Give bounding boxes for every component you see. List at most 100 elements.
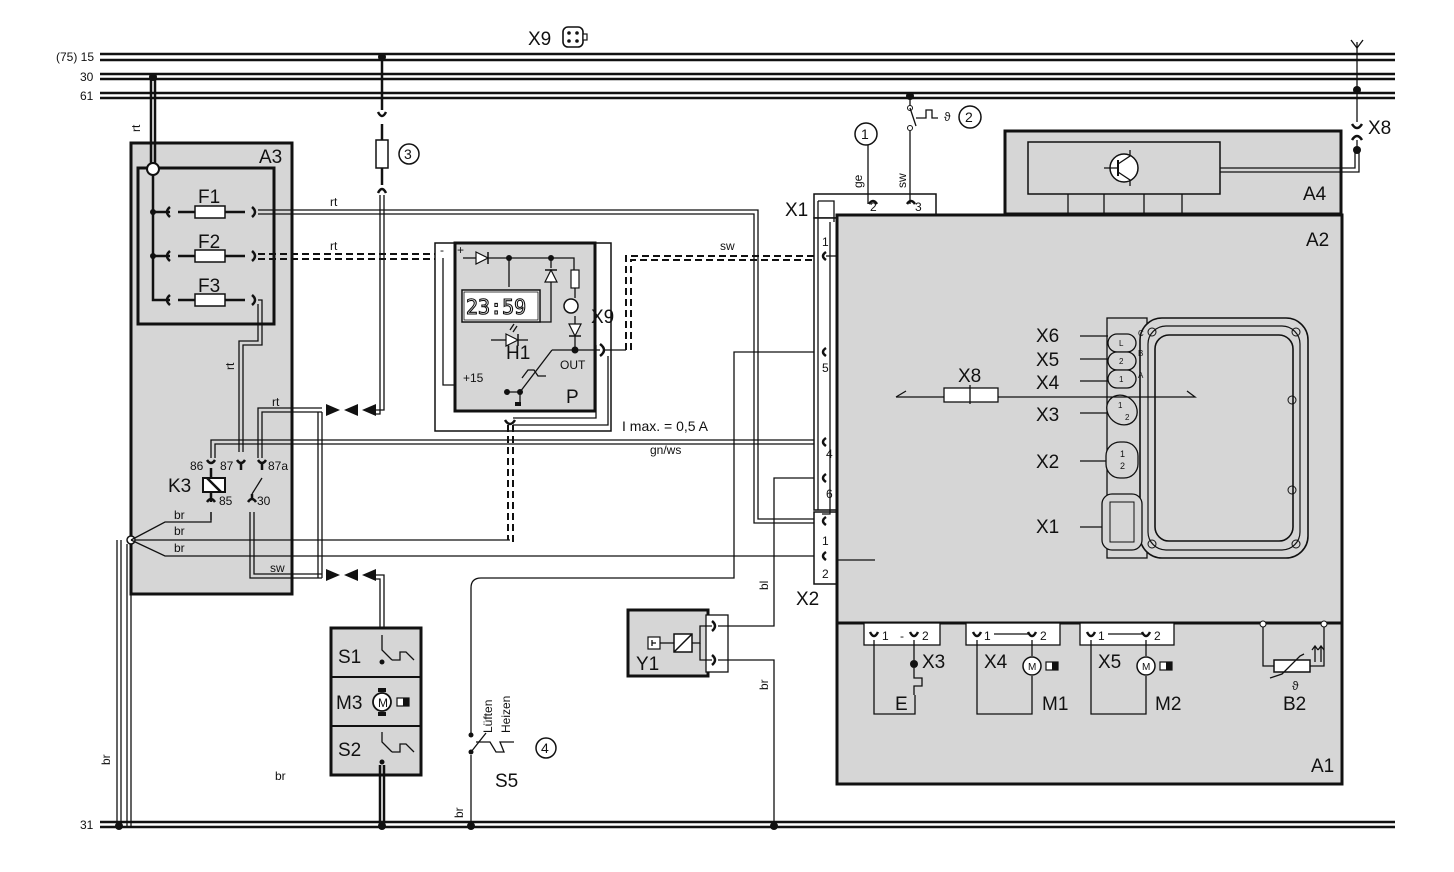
s5-heizen: Heizen: [499, 696, 513, 733]
b-pin-2c: 2: [1154, 629, 1161, 643]
m1-motor-letter: M: [1028, 662, 1036, 673]
fuse-f1: [150, 205, 257, 219]
wire-br-3: br: [174, 541, 185, 555]
x1-pin-2: 2: [870, 200, 877, 214]
wire-bl: bl: [757, 581, 771, 590]
b-pin-1a: 1: [882, 629, 889, 643]
b2-sensor-icon: [1273, 659, 1311, 673]
wire-br-4: br: [99, 754, 113, 765]
imax-note: I max. = 0,5 A: [622, 418, 709, 434]
h1-label: H1: [506, 343, 530, 364]
s5-label: S5: [495, 771, 518, 792]
x3-pin-a: 1: [1118, 401, 1123, 410]
x2-pin-b: 2: [1120, 461, 1125, 471]
fuse-block: [136, 166, 276, 326]
callout-4: 4: [541, 740, 549, 756]
arrows-top: [317, 404, 376, 581]
wire-gn-ws: gn/ws: [650, 443, 681, 457]
pin-85: 85: [219, 494, 233, 508]
fuse-f2: [150, 249, 257, 263]
x1-label: X1: [1036, 517, 1059, 538]
x4-label: X4: [1036, 373, 1060, 394]
x2-label: X2: [1036, 452, 1059, 473]
x1-pin-1: 1: [822, 235, 829, 249]
b-pin-2a: 2: [922, 629, 929, 643]
rail-31-label: 31: [80, 818, 94, 832]
power-rails: [100, 52, 1395, 829]
s1-switch-icon: [379, 635, 415, 665]
rail-15-label: (75) 15: [56, 50, 94, 64]
wire-br-5: br: [275, 769, 286, 783]
wire-sw-1: sw: [270, 561, 285, 575]
pin-87: 87: [220, 459, 234, 473]
x3-pin-b: 2: [1125, 413, 1130, 422]
f1-label: F1: [198, 187, 220, 208]
timer-plus: +: [457, 243, 464, 257]
callout-1: 1: [861, 126, 869, 142]
x9-top-label: X9: [528, 29, 551, 50]
x2-bottom-label: X2: [796, 589, 819, 610]
wire-br-6: br: [452, 807, 466, 818]
wire-br-7: br: [757, 679, 771, 690]
x6-pin-b: C: [1138, 329, 1144, 338]
wire-rt-5: rt: [272, 395, 280, 409]
x2-pin-1: 1: [822, 534, 829, 548]
wire-sw-3: sw: [895, 173, 909, 188]
timer-plus15: +15: [463, 371, 484, 385]
wire-rt-3: rt: [330, 239, 338, 253]
k3-label: K3: [168, 476, 191, 497]
x9-timer-label: X9: [591, 307, 614, 328]
wire-br-2: br: [174, 524, 185, 538]
m3-label: M3: [336, 693, 362, 714]
fuse-f3: [165, 293, 257, 307]
b-pin-1c: 1: [1098, 629, 1105, 643]
y1-label: Y1: [636, 654, 659, 675]
wire-br-1: br: [174, 508, 185, 522]
pin-30: 30: [257, 494, 271, 508]
b2-label: B2: [1283, 694, 1306, 715]
x4-bot-label: X4: [984, 652, 1008, 673]
x5-pin-b: B: [1138, 349, 1143, 358]
callout-2: 2: [965, 109, 973, 125]
wire-rt-2: rt: [330, 195, 338, 209]
x2-pin-2: 2: [822, 567, 829, 581]
timer-out: OUT: [560, 358, 586, 372]
s1-label: S1: [338, 647, 361, 668]
a4-label: A4: [1303, 184, 1327, 205]
a3-label: A3: [259, 147, 282, 168]
m1-motor-icon: [1022, 656, 1042, 676]
x3-bot-label: X3: [922, 652, 945, 673]
m3-motor-letter: M: [378, 696, 388, 710]
rail-61-label: 61: [80, 89, 94, 103]
x1-top-label: X1: [785, 200, 808, 221]
rail-30-label: 30: [80, 70, 94, 84]
x8-ant-label: X8: [1368, 118, 1391, 139]
pin-87a: 87a: [268, 459, 288, 473]
x4-pin-a: 1: [1119, 375, 1124, 384]
wire-rt-4: rt: [223, 362, 237, 370]
x6-pin-a: L: [1119, 339, 1124, 348]
s2-switch-icon: [379, 732, 415, 765]
m2-motor-icon: [1136, 656, 1156, 676]
ecu-connectors: [1101, 333, 1143, 551]
b-pin-dash: -: [900, 629, 904, 643]
x2-pin-a: 1: [1120, 449, 1125, 459]
e-label: E: [895, 694, 908, 715]
x1-x2-sockets: [821, 199, 917, 562]
x3-label: X3: [1036, 405, 1059, 426]
p-label: P: [566, 387, 579, 408]
f2-label: F2: [198, 232, 220, 253]
x5-pin-a: 2: [1119, 357, 1124, 366]
module-a1: [835, 621, 1344, 786]
m1-label: M1: [1042, 694, 1068, 715]
b-pin-2b: 2: [1040, 629, 1047, 643]
b-pin-1b: 1: [984, 629, 991, 643]
a2-label: A2: [1306, 230, 1329, 251]
theta-2: ϑ: [1292, 679, 1299, 693]
transistor-icon: [1104, 150, 1139, 186]
theta-1: ϑ: [944, 110, 951, 124]
a1-label: A1: [1311, 756, 1334, 777]
callout-3: 3: [404, 146, 412, 162]
